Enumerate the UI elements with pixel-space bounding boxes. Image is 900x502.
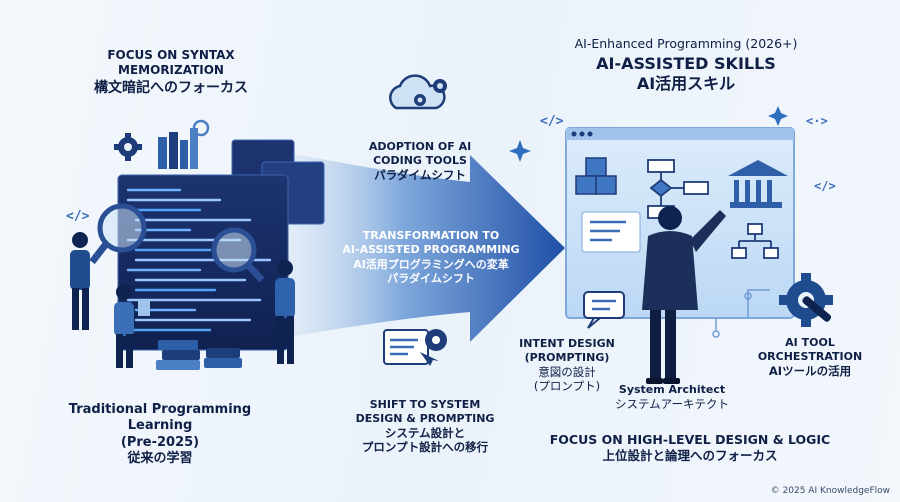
person-left-tablet bbox=[114, 284, 150, 368]
arrow-line1: TRANSFORMATION TO bbox=[362, 229, 500, 242]
code-tag-icon-right-2: <·> bbox=[806, 114, 828, 128]
tool-orchestration-label: AI TOOL ORCHESTRATION AIツールの活用 bbox=[750, 336, 870, 378]
books-icon-bottom bbox=[156, 340, 242, 370]
arrow-label: TRANSFORMATION TO AI-ASSISTED PROGRAMMIN… bbox=[326, 229, 536, 286]
shift-en-line1: SHIFT TO SYSTEM bbox=[369, 398, 481, 411]
left-bottom-years: (Pre-2025) bbox=[120, 434, 200, 450]
shift-jp-line2: プロンプト設計への移行 bbox=[361, 439, 489, 454]
right-focus-line1: FOCUS ON HIGH-LEVEL DESIGN & LOGIC bbox=[549, 432, 831, 447]
architecture-temple-icon bbox=[728, 160, 788, 208]
gear-wrench-icon bbox=[779, 273, 833, 327]
right-title-line3: AI活用スキル bbox=[636, 73, 736, 93]
circuit-lines bbox=[712, 289, 770, 338]
left-focus-heading: FOCUS ON SYNTAX MEMORIZATION 構文暗記へのフォーカス bbox=[76, 48, 266, 98]
intent-line3: 意図の設計 bbox=[538, 364, 596, 379]
intent-line2: (PROMPTING) bbox=[524, 350, 610, 364]
adoption-label: ADOPTION OF AI CODING TOOLS パラダイムシフト bbox=[345, 140, 495, 182]
intent-line1: INTENT DESIGN bbox=[519, 337, 615, 350]
shift-en-line2: DESIGN & PROMPTING bbox=[355, 411, 495, 425]
transformation-arrow bbox=[270, 150, 565, 342]
sparkle-icon-2 bbox=[768, 106, 788, 126]
architect-line2: システムアーキテクト bbox=[615, 396, 729, 411]
books-icon-top bbox=[158, 128, 198, 169]
left-focus-en-line1: FOCUS ON SYNTAX bbox=[107, 48, 235, 62]
right-title-line1: AI-Enhanced Programming (2026+) bbox=[574, 36, 798, 51]
tool-line3: AIツールの活用 bbox=[768, 363, 852, 378]
architect-line1: System Architect bbox=[618, 383, 726, 396]
system-architect-person bbox=[642, 206, 726, 384]
person-left-standing bbox=[70, 232, 90, 330]
tool-line1: AI TOOL bbox=[785, 336, 835, 349]
cubes-icon bbox=[575, 157, 617, 195]
arrow-line4: パラダイムシフト bbox=[387, 271, 475, 285]
right-focus-caption: FOCUS ON HIGH-LEVEL DESIGN & LOGIC 上位設計と… bbox=[540, 432, 840, 463]
magnifier-left bbox=[89, 203, 147, 265]
hierarchy-icon bbox=[731, 223, 779, 259]
arrow-line3: AI活用プログラミングへの変革 bbox=[353, 257, 509, 271]
code-screen bbox=[117, 174, 289, 351]
adoption-jp: パラダイムシフト bbox=[374, 167, 466, 182]
code-tag-icon: </> bbox=[66, 209, 90, 224]
code-tag-icon-right-1: </> bbox=[540, 114, 564, 129]
left-focus-jp: 構文暗記へのフォーカス bbox=[94, 80, 248, 96]
intent-line4: (プロンプト) bbox=[533, 378, 601, 393]
right-focus-line2: 上位設計と論理へのフォーカス bbox=[602, 447, 778, 463]
shift-jp-line1: システム設計と bbox=[384, 425, 466, 440]
gear-icon-left bbox=[114, 133, 142, 161]
refresh-icon bbox=[192, 119, 210, 137]
copyright-text: © 2025 AI KnowledgeFlow bbox=[770, 486, 890, 496]
right-title: AI-Enhanced Programming (2026+) AI-ASSIS… bbox=[556, 36, 816, 94]
code-tag-icon-right-3: </> bbox=[814, 179, 836, 193]
speech-bubble-icon bbox=[583, 291, 625, 329]
intent-label: INTENT DESIGN (PROMPTING) 意図の設計 (プロンプト) bbox=[512, 337, 622, 393]
system-design-window-icon bbox=[383, 329, 447, 366]
left-bottom-en: Traditional Programming Learning bbox=[68, 402, 252, 434]
magnifier-right bbox=[211, 227, 265, 283]
arrow-line2: AI-ASSISTED PROGRAMMING bbox=[342, 243, 520, 257]
tool-line2: ORCHESTRATION bbox=[757, 349, 863, 363]
architect-label: System Architect システムアーキテクト bbox=[612, 383, 732, 411]
person-right-standing bbox=[275, 260, 295, 364]
left-bottom-jp: 従来の学習 bbox=[127, 450, 193, 466]
left-focus-en-line2: MEMORIZATION bbox=[118, 63, 224, 77]
cloud-gear-icon bbox=[389, 74, 447, 110]
adoption-en-line2: CODING TOOLS bbox=[373, 153, 467, 167]
right-title-line2: AI-ASSISTED SKILLS bbox=[596, 53, 776, 73]
sparkle-icon-1 bbox=[509, 140, 531, 162]
shift-label: SHIFT TO SYSTEM DESIGN & PROMPTING システム設… bbox=[340, 398, 510, 454]
adoption-en-line1: ADOPTION OF AI bbox=[368, 140, 472, 153]
left-bottom-caption: Traditional Programming Learning (Pre-20… bbox=[40, 402, 280, 467]
